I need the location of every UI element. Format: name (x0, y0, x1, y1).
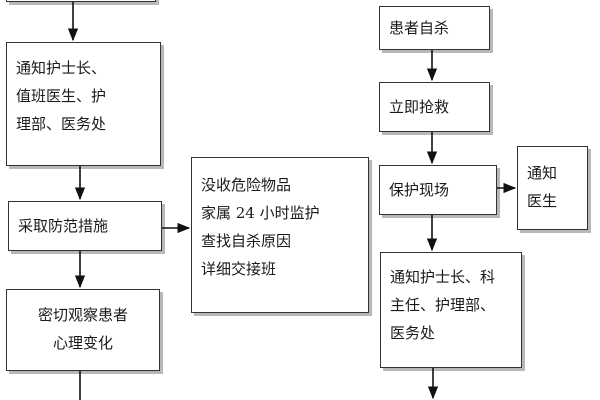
safety-measures-box: 没收危险物品 家属 24 小时监护 查找自杀原因 详细交接班 (191, 157, 369, 313)
patient-suicide-box: 患者自杀 (379, 6, 490, 50)
rescue-label: 立即抢救 (389, 98, 450, 116)
rescue-box: 立即抢救 (379, 82, 490, 132)
safety-measures-line-3: 查找自杀原因 (201, 232, 292, 250)
patient-suicide-label: 患者自杀 (389, 19, 450, 37)
take-precautions-box: 采取防范措施 (8, 201, 162, 251)
safety-measures-line-1: 没收危险物品 (201, 176, 292, 194)
safety-measures-line-4: 详细交接班 (201, 260, 277, 278)
notify-head-nurse-line-1: 通知护士长、 (16, 59, 107, 77)
notify-doctor-line-1: 通知 (527, 164, 558, 182)
observe-patient-box: 密切观察患者 心理变化 (6, 289, 160, 371)
notify-head-nurse-box: 通知护士长、 值班医生、护 理部、医务处 (6, 42, 161, 166)
notify-doctor-box: 通知 医生 (517, 146, 588, 230)
protect-scene-box: 保护现场 (379, 165, 497, 215)
top-left-partial-box (6, 0, 156, 2)
notify-head-nurse-line-2: 值班医生、护 (16, 87, 107, 105)
protect-scene-label: 保护现场 (389, 181, 450, 199)
notify-all-box: 通知护士长、科 主任、护理部、 医务处 (380, 252, 522, 368)
notify-doctor-line-2: 医生 (527, 192, 558, 210)
notify-all-line-3: 医务处 (390, 324, 436, 342)
safety-measures-line-2: 家属 24 小时监护 (201, 204, 320, 222)
notify-all-line-2: 主任、护理部、 (390, 296, 496, 314)
notify-head-nurse-line-3: 理部、医务处 (16, 115, 107, 133)
notify-all-line-1: 通知护士长、科 (390, 268, 496, 286)
observe-patient-line-2: 心理变化 (52, 334, 113, 352)
observe-patient-line-1: 密切观察患者 (37, 306, 128, 324)
take-precautions-label: 采取防范措施 (18, 217, 109, 235)
